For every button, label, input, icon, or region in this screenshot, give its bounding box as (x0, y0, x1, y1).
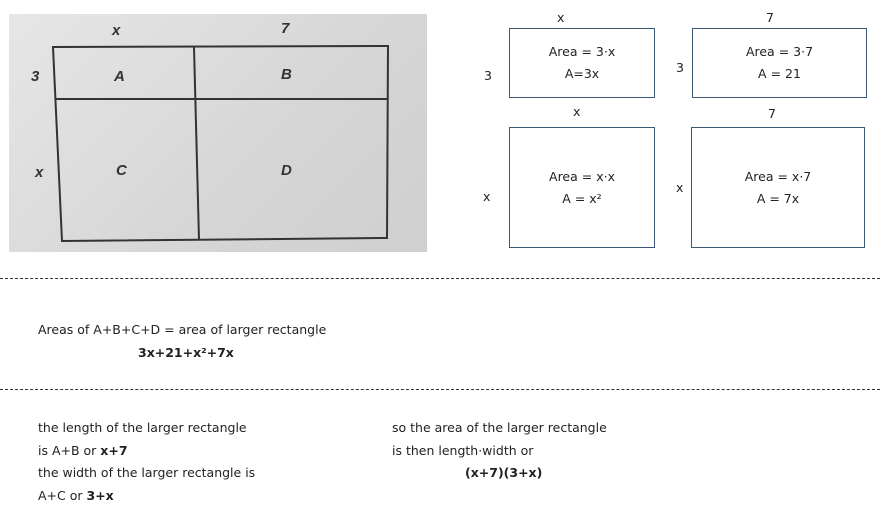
area-box-d: Area = x·7 A = 7x (691, 127, 865, 248)
factored-expression: (x+7)(3+x) (465, 465, 543, 480)
photo-top-label-x: x (112, 22, 121, 39)
area-box-c: Area = x·x A = x² (509, 127, 655, 248)
photo-side-label-3: 3 (31, 68, 40, 85)
photo-top-label-7: 7 (281, 20, 290, 37)
box-c-side-label: x (483, 189, 491, 204)
section-divider (0, 389, 880, 390)
region-d-label: D (281, 162, 292, 179)
section-divider (0, 278, 880, 279)
length-text: the length of the larger rectangle (38, 420, 247, 435)
box-d-area-formula: Area = x·7 (744, 168, 812, 184)
box-b-area-formula: Area = 3·7 (745, 44, 814, 59)
box-c-area-result: A = x² (562, 190, 602, 206)
box-d-top-label: 7 (768, 106, 776, 121)
box-b-side-label: 3 (676, 60, 684, 75)
width-text: the width of the larger rectangle is (38, 465, 256, 480)
box-b-top-label: 7 (766, 10, 774, 25)
box-a-area-formula: Area = 3·x (548, 44, 616, 59)
box-c-area-formula: Area = x·x (549, 168, 615, 184)
box-a-top-label: x (557, 10, 565, 25)
length-prefix: is A+B or (38, 443, 101, 458)
area-box-a: Area = 3·x A=3x (509, 28, 655, 98)
sum-statement: Areas of A+B+C+D = area of larger rectan… (38, 322, 327, 337)
region-c-label: C (116, 162, 127, 179)
width-expression: 3+x (86, 488, 114, 503)
area-conclusion-text: so the area of the larger rectangle (392, 420, 607, 435)
photo-of-rectangle-diagram: x 7 3 x A B C D (9, 14, 427, 252)
region-b-label: B (281, 66, 292, 83)
area-conclusion-text-2: is then length·width or (392, 443, 534, 458)
length-expression: x+7 (100, 443, 128, 458)
sum-expression: 3x+21+x²+7x (138, 345, 234, 360)
rectangle-grid-drawing (51, 44, 390, 243)
box-a-area-result: A=3x (564, 66, 600, 81)
box-d-side-label: x (676, 180, 684, 195)
width-value-line: A+C or 3+x (38, 488, 114, 503)
box-d-area-result: A = 7x (756, 190, 800, 206)
width-prefix: A+C or (38, 488, 87, 503)
box-a-side-label: 3 (484, 68, 492, 83)
area-box-b: Area = 3·7 A = 21 (692, 28, 867, 98)
box-c-top-label: x (573, 104, 581, 119)
photo-side-label-x: x (35, 164, 44, 181)
length-value-line: is A+B or x+7 (38, 443, 128, 458)
region-a-label: A (114, 68, 125, 85)
box-b-area-result: A = 21 (758, 66, 801, 81)
